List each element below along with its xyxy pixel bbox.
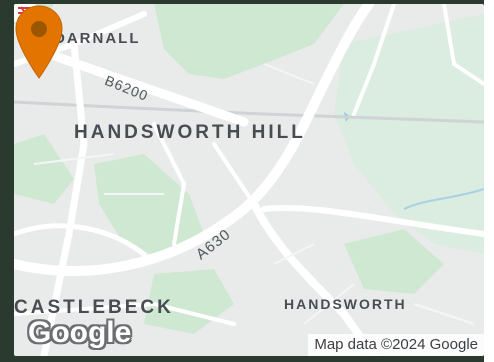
green-area-top [154, 4, 344, 79]
road-west-loop [14, 223, 147, 257]
green-area-west [14, 134, 74, 204]
location-pin-icon[interactable] [14, 4, 64, 80]
map-attribution[interactable]: Map data ©2024 Google [308, 334, 484, 356]
green-area-east [334, 14, 484, 254]
road-b6200 [39, 47, 249, 127]
road-minor-1 [152, 122, 187, 246]
street-5 [413, 303, 475, 325]
place-label-castlebeck: CASTLEBECK [14, 297, 174, 318]
street-4 [303, 283, 355, 325]
frame-edge [484, 0, 494, 362]
road-handsworth [250, 200, 378, 356]
road-east [261, 205, 484, 237]
map-view[interactable]: DARNALL HANDSWORTH HILL CASTLEBECK HANDS… [14, 4, 484, 356]
road-a630 [14, 4, 374, 276]
stream [403, 188, 484, 210]
green-area-southeast [344, 229, 444, 294]
place-label-handsworth: HANDSWORTH [284, 296, 407, 312]
google-logo[interactable]: Google [28, 316, 132, 349]
place-label-darnall: DARNALL [54, 30, 141, 47]
road-minor-3 [14, 301, 236, 326]
street-3 [273, 243, 315, 265]
place-label-handsworth-hill: HANDSWORTH HILL [74, 122, 306, 143]
street-6 [263, 63, 315, 85]
road-minor-4 [352, 4, 396, 116]
road-north-south [40, 40, 88, 356]
road-minor-2 [212, 142, 256, 206]
road-minor-5 [442, 4, 484, 86]
street-1 [33, 153, 115, 165]
